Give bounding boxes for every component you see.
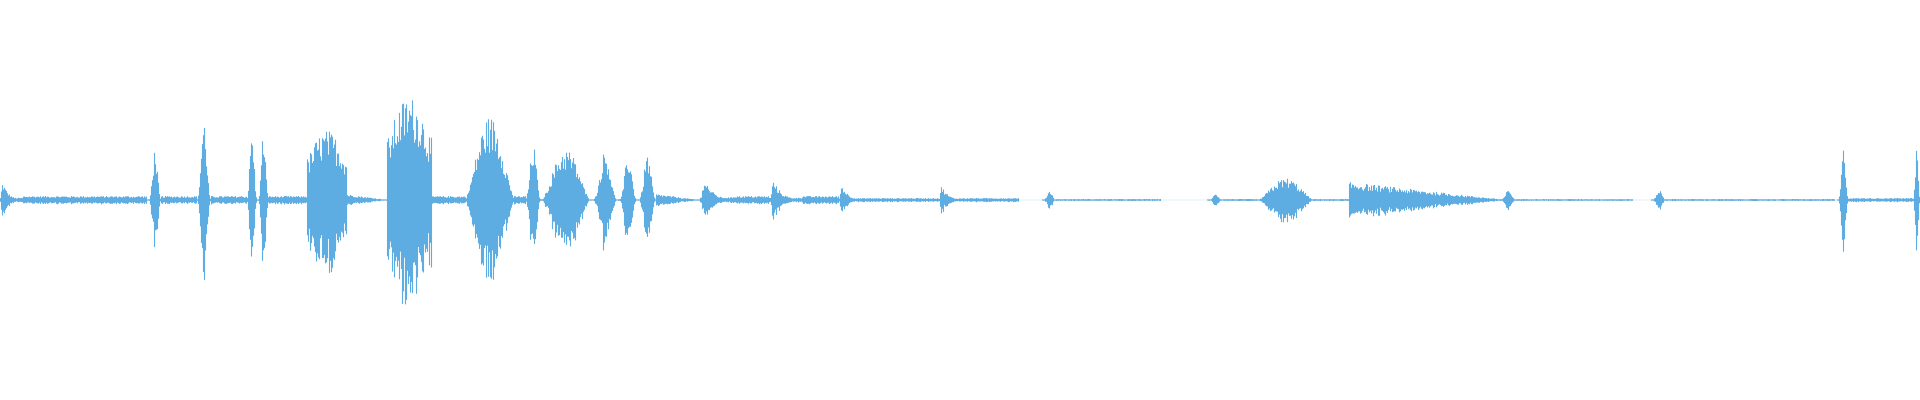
waveform-segment-7	[267, 196, 310, 205]
waveform-segment-28	[1055, 199, 1162, 202]
waveform-segment-3	[160, 196, 198, 204]
waveform-segment-13	[513, 196, 527, 205]
waveform-segment-12	[463, 119, 517, 280]
waveform-segment-21	[768, 182, 805, 220]
waveform-segment-22	[801, 196, 840, 205]
waveform-segment-32	[1312, 199, 1352, 202]
waveform-samples	[0, 100, 1920, 305]
waveform-segment-40	[1911, 150, 1920, 251]
waveform-segment-30	[1222, 199, 1258, 202]
waveform-segment-23	[838, 188, 866, 212]
waveform-segment-4	[194, 128, 214, 280]
waveform-segment-27	[1041, 191, 1058, 209]
waveform-segment-15	[540, 152, 592, 247]
waveform-segment-10	[386, 100, 433, 305]
waveform-segment-0	[0, 185, 26, 216]
waveform-segment-8	[306, 131, 348, 273]
waveform-segment-20	[732, 196, 770, 205]
waveform-segment-19	[699, 185, 736, 215]
waveform-segment-31	[1256, 178, 1316, 223]
waveform-segment-2	[146, 152, 164, 248]
waveform-segment-34	[1498, 191, 1519, 210]
waveform-segment-25	[937, 187, 966, 214]
waveform-segment-35	[1515, 199, 1634, 202]
waveform-segment-16	[590, 154, 621, 251]
waveform-segment-11	[429, 196, 467, 205]
waveform-segment-37	[1665, 199, 1836, 202]
waveform-segment-14	[523, 149, 544, 244]
waveform-segment-24	[863, 198, 939, 203]
waveform-segment-36	[1650, 191, 1669, 210]
waveform-segment-17	[617, 157, 659, 237]
waveform-segment-9	[344, 194, 390, 205]
waveform-segment-1	[22, 196, 148, 205]
waveform-segment-38	[1836, 150, 1851, 252]
waveform-segment-6	[244, 141, 271, 261]
waveform-segment-39	[1847, 198, 1915, 203]
waveform-segment-33	[1348, 182, 1510, 218]
waveform-segment-26	[962, 198, 1020, 203]
waveform-segment-29	[1206, 194, 1226, 206]
waveform-segment-18	[655, 194, 701, 206]
waveform-segment-5	[210, 196, 248, 205]
